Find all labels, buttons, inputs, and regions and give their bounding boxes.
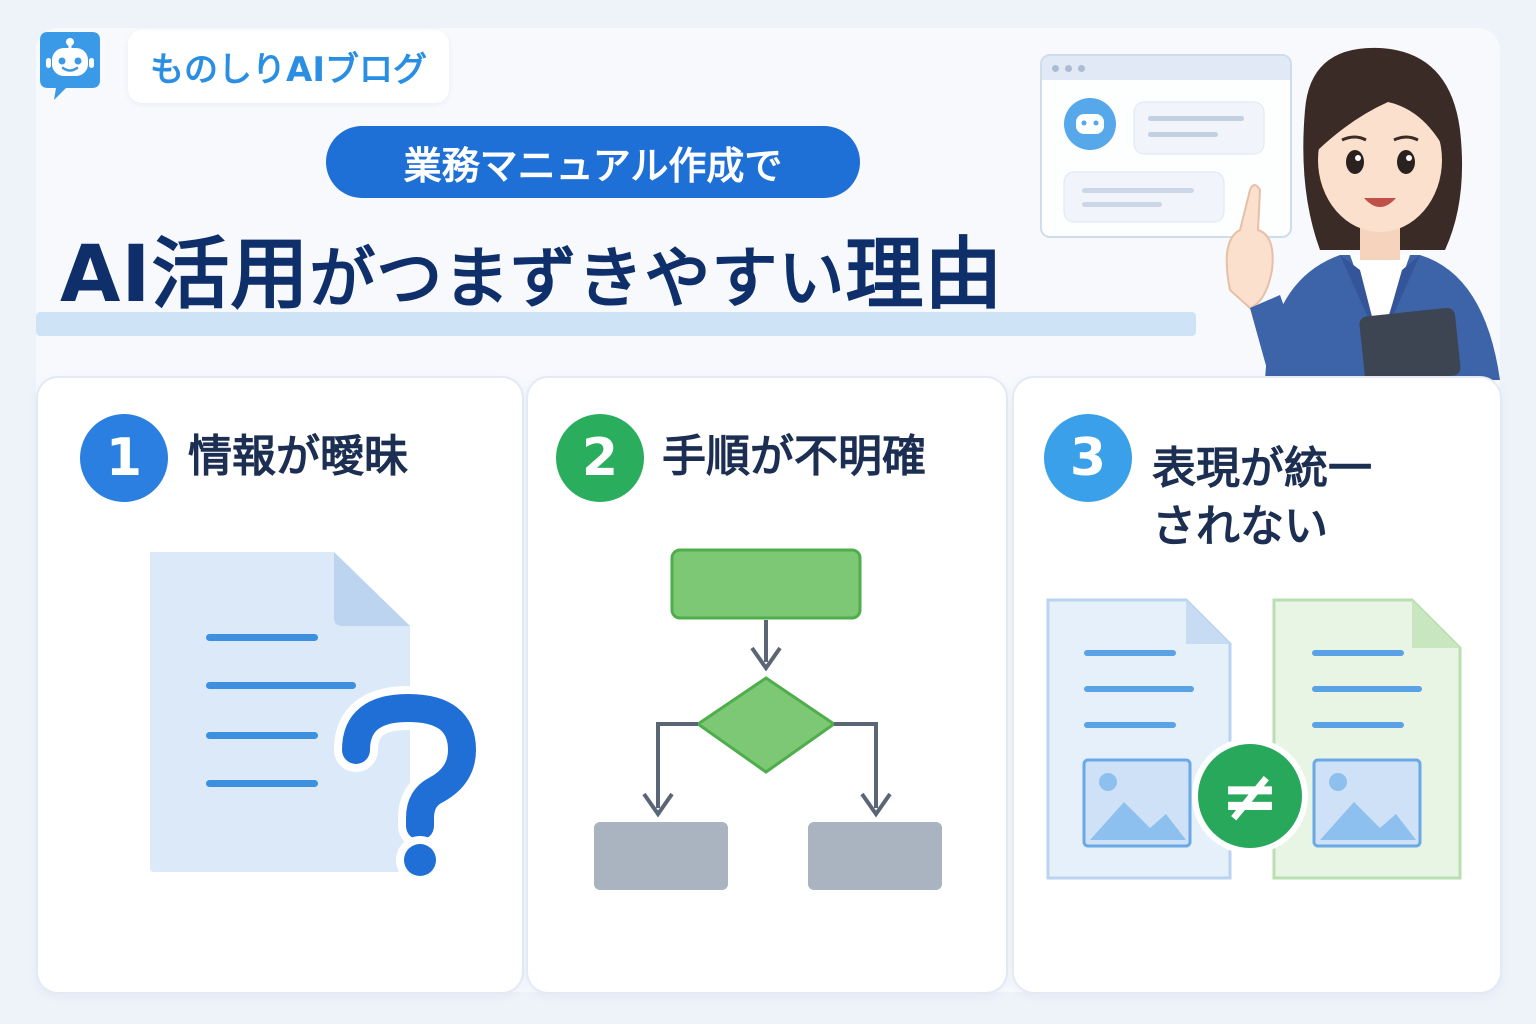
card-title-2: 手順が不明確: [662, 431, 926, 482]
card-title-1: 情報が曖昧: [188, 431, 408, 482]
number-badge-3: 3: [1044, 414, 1132, 502]
card-title-3-line-1: 表現が統一: [1152, 443, 1372, 494]
chat-bubbles-illustration: [1063, 98, 1265, 223]
number-badge-2: 2: [556, 414, 644, 502]
reason-card-1: 1 情報が曖昧: [36, 376, 524, 994]
headline-underline: [36, 312, 1196, 336]
headline-part-1: AI活用: [60, 230, 310, 320]
businesswoman-illustration: [1225, 47, 1500, 380]
brand[interactable]: ものしりAIブログ: [30, 26, 449, 106]
headline-part-2: がつまずきやすい: [309, 240, 846, 317]
headline-part-3: 理由: [845, 230, 1004, 320]
flowchart-icon: [594, 548, 942, 890]
reason-card-2: 2 手順が不明確: [526, 376, 1008, 994]
reason-card-3: 3 表現が統一 されない ≠: [1012, 376, 1502, 994]
headline-block: AI活用がつまずきやすい理由: [36, 220, 1196, 340]
not-equal-symbol: ≠: [1221, 755, 1280, 837]
chat-window-illustration: [1040, 54, 1292, 238]
number-badge-1: 1: [80, 414, 168, 502]
brand-name: ものしりAIブログ: [128, 29, 449, 103]
card-title-3-line-2: されない: [1152, 501, 1328, 552]
subtitle-pill: 業務マニュアル作成で: [326, 126, 860, 198]
card-title-3: 表現が統一 されない: [1152, 440, 1372, 556]
document-question-icon: [150, 552, 484, 884]
page-title: AI活用がつまずきやすい理由: [60, 220, 1003, 334]
robot-chat-icon: [40, 32, 100, 100]
documents-not-equal-icon: ≠: [1046, 598, 1462, 880]
